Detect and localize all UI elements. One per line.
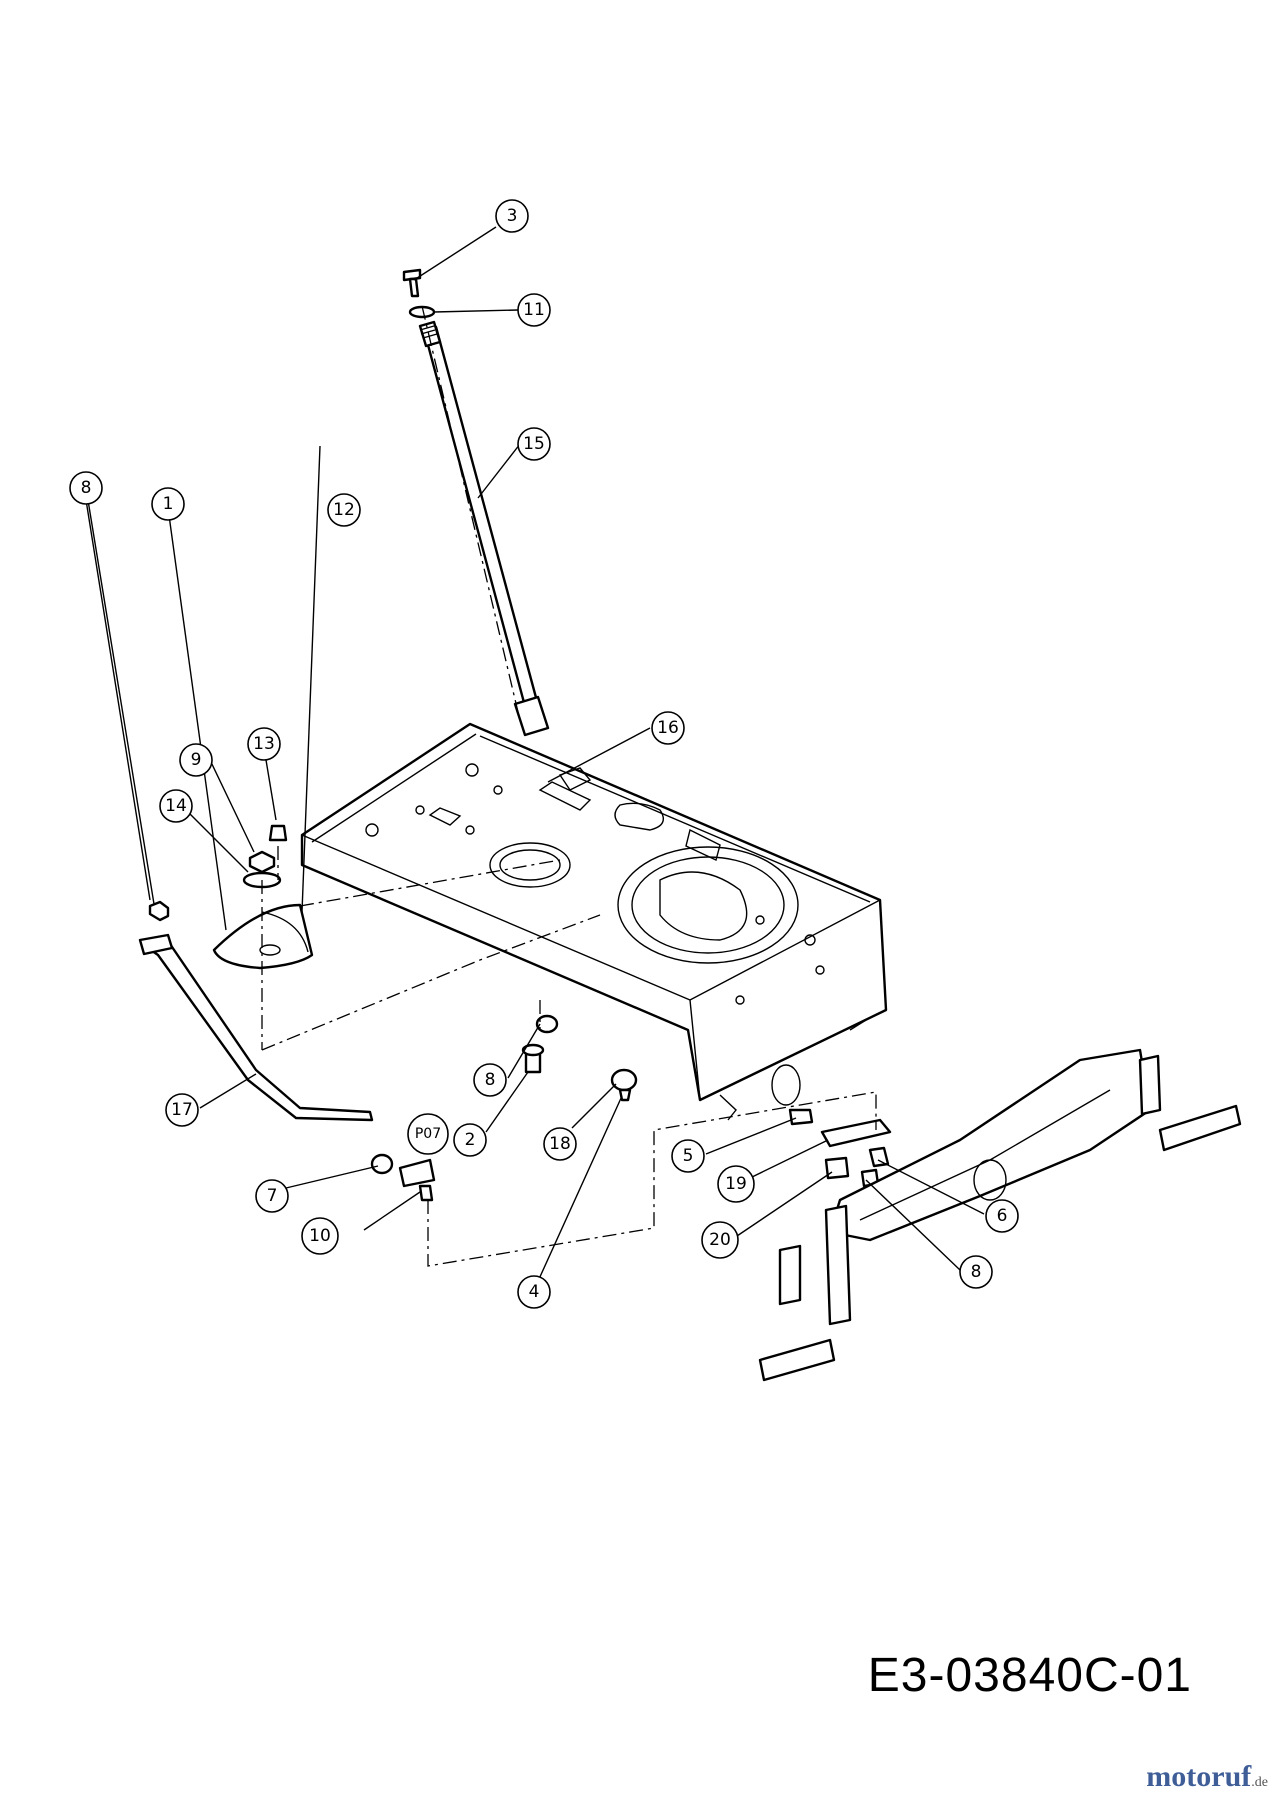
svg-text:11: 11 <box>523 300 545 320</box>
callout-18: 18 <box>543 1127 577 1161</box>
brand-name: motoruf <box>1146 1760 1252 1793</box>
callout-19: 19 <box>717 1165 755 1203</box>
callout-p07: P07 <box>407 1113 449 1155</box>
svg-text:18: 18 <box>549 1134 571 1154</box>
svg-text:3: 3 <box>507 206 518 226</box>
callout-15: 15 <box>517 427 551 461</box>
callout-8-right: 8 <box>959 1255 993 1289</box>
callout-6: 6 <box>985 1199 1019 1233</box>
callout-2: 2 <box>453 1123 487 1157</box>
svg-text:20: 20 <box>709 1230 731 1250</box>
callout-3: 3 <box>495 199 529 233</box>
leader-lines <box>85 226 985 1291</box>
callout-4: 4 <box>517 1275 551 1309</box>
flange-bushing-18 <box>610 1068 638 1102</box>
callout-7: 7 <box>255 1179 289 1213</box>
callout-8-left: 8 <box>69 471 103 505</box>
ball-joint-10 <box>398 1158 436 1202</box>
svg-text:4: 4 <box>529 1282 540 1302</box>
callout-5: 5 <box>671 1139 705 1173</box>
nut-8-left <box>148 900 170 922</box>
assembly-lines <box>261 305 877 1267</box>
pitman-arm <box>788 1108 892 1188</box>
svg-text:14: 14 <box>165 796 187 816</box>
nut-8-center <box>535 1014 559 1034</box>
svg-text:1: 1 <box>163 494 174 514</box>
callout-8-center: 8 <box>473 1063 507 1097</box>
svg-text:16: 16 <box>657 718 679 738</box>
callout-10: 10 <box>301 1217 339 1255</box>
steering-gear <box>212 903 314 970</box>
svg-text:2: 2 <box>465 1130 476 1150</box>
callout-9: 9 <box>179 743 213 777</box>
drawing-code: E3-03840C-01 <box>867 1649 1192 1702</box>
brand-suffix: .de <box>1251 1775 1268 1790</box>
svg-text:8: 8 <box>485 1070 496 1090</box>
svg-text:P07: P07 <box>415 1126 441 1142</box>
svg-text:5: 5 <box>683 1146 694 1166</box>
front-axle <box>758 1048 1242 1382</box>
steering-shaft <box>418 320 550 737</box>
svg-text:7: 7 <box>267 1186 278 1206</box>
svg-text:9: 9 <box>191 750 202 770</box>
callout-20: 20 <box>701 1221 739 1259</box>
drag-link <box>138 933 374 1122</box>
jam-nut-7 <box>370 1153 394 1175</box>
callout-17: 17 <box>165 1093 199 1127</box>
bolt-3 <box>402 268 422 298</box>
svg-text:8: 8 <box>81 478 92 498</box>
chassis-frame <box>300 722 888 1121</box>
svg-text:15: 15 <box>523 434 545 454</box>
svg-text:10: 10 <box>309 1226 331 1246</box>
svg-text:8: 8 <box>971 1262 982 1282</box>
callout-1: 1 <box>151 487 185 521</box>
svg-text:19: 19 <box>725 1174 747 1194</box>
svg-text:13: 13 <box>253 734 275 754</box>
bolt-13 <box>268 824 288 842</box>
bolt-2 <box>521 1043 545 1074</box>
callout-14: 14 <box>159 789 193 823</box>
callout-12: 12 <box>327 493 361 527</box>
svg-text:6: 6 <box>997 1206 1008 1226</box>
callout-11: 11 <box>517 293 551 327</box>
svg-text:17: 17 <box>171 1100 193 1120</box>
callout-16: 16 <box>651 711 685 745</box>
brand-logo: motoruf.de <box>1146 1760 1268 1794</box>
callout-13: 13 <box>247 727 281 761</box>
svg-text:12: 12 <box>333 500 355 520</box>
nut-9 <box>248 850 276 874</box>
